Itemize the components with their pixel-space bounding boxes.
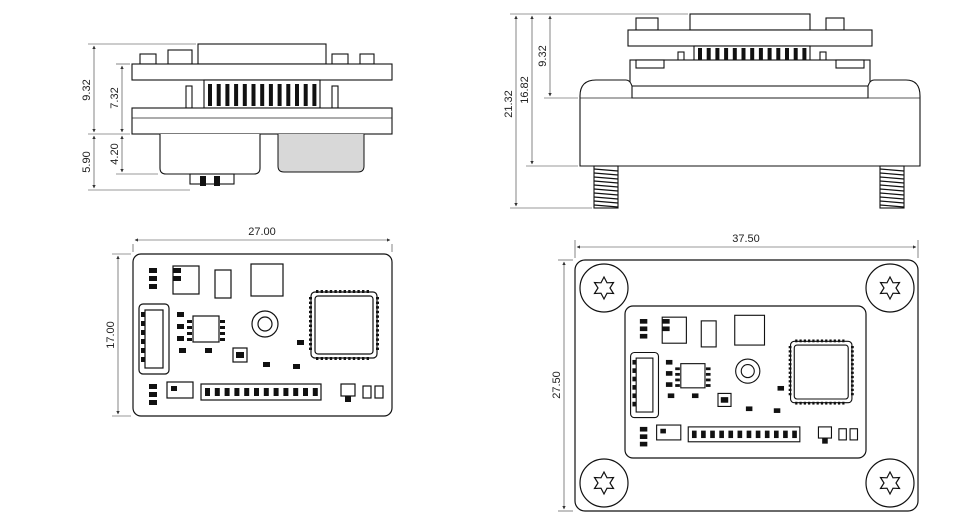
corner-screw-tl [579, 263, 629, 313]
side-view-large: 21.32 16.82 9.32 [503, 13, 921, 209]
dim-side-large-h2: 16.82 [519, 76, 531, 104]
corner-screw-br [865, 458, 915, 508]
dim-top-small-height: 17.00 [105, 321, 117, 349]
dim-top-large-height: 27.50 [551, 371, 563, 399]
corner-screw-bl [579, 458, 629, 508]
dim-side-large-h3: 9.32 [537, 45, 549, 66]
dim-top-large-width: 37.50 [732, 233, 760, 245]
dim-side-small-h1: 9.32 [81, 79, 93, 100]
dim-side-small-h4: 5.90 [81, 151, 93, 172]
side-pcb [131, 63, 393, 81]
large-plate-outline [574, 259, 919, 512]
dim-side-large-h1: 21.32 [503, 90, 515, 118]
large-side-base [579, 79, 921, 167]
screw-left [593, 165, 619, 209]
side-connector-left [159, 134, 261, 175]
side-chip [197, 43, 327, 65]
pin-header [203, 79, 321, 109]
top-view-small: 27.00 17.00 [105, 226, 393, 417]
large-board-outline [624, 305, 867, 459]
dim-side-small-h3: 4.20 [109, 143, 121, 164]
screw-right [879, 165, 905, 209]
dim-side-small-h2: 7.32 [109, 87, 121, 108]
small-board-outline [132, 253, 393, 417]
large-side-pcb [627, 29, 873, 47]
side-connector-right [277, 134, 365, 173]
side-view-small: 9.32 7.32 4.20 5.90 [81, 43, 393, 191]
corner-screw-tr [865, 263, 915, 313]
dim-top-small-width: 27.00 [248, 226, 276, 238]
top-view-large: 37.50 27.50 [551, 233, 919, 512]
side-base-plate [131, 107, 393, 135]
